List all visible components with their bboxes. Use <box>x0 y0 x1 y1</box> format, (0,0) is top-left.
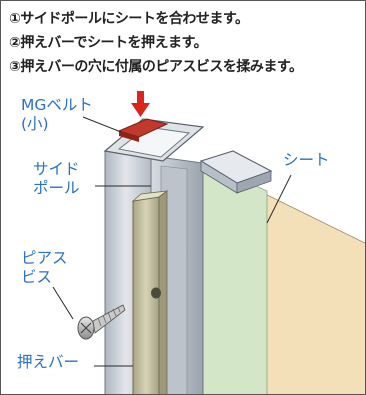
pierce-screw <box>77 304 126 340</box>
label-press-bar: 押えバー <box>17 353 80 371</box>
label-mg-belt-line2: (小) <box>21 115 49 133</box>
insert-arrow <box>131 91 150 117</box>
label-pierce-screw: ピアス ビス <box>21 249 68 287</box>
step-1: ①サイドポールにシートを合わせます。 <box>9 11 249 27</box>
instruction-steps: ①サイドポールにシートを合わせます。 ②押えバーでシートを押えます。 ③押えバー… <box>9 7 364 79</box>
press-bar-edge <box>158 190 168 394</box>
pole-flange-side <box>236 170 272 194</box>
leader-mg-belt <box>82 116 122 133</box>
label-side-pole: サイド ポール <box>33 160 80 198</box>
step-2: ②押えバーでシートを押えます。 <box>9 35 208 51</box>
sheet-green-part <box>200 160 268 394</box>
label-side-pole-line1: サイド <box>33 160 80 178</box>
label-sheet: シート <box>283 151 330 169</box>
label-mg-belt-line1: MGベルト <box>21 96 93 114</box>
press-bar-hole <box>151 287 161 299</box>
leader-sheet <box>266 174 292 224</box>
leader-pierce-screw <box>52 286 74 320</box>
mg-belt-edge <box>119 131 139 142</box>
label-mg-belt: MGベルト (小) <box>21 96 93 134</box>
label-pierce-screw-line1: ピアス <box>21 249 68 267</box>
label-pierce-screw-line2: ビス <box>21 268 53 286</box>
sheet-panel <box>258 190 365 394</box>
label-side-pole-line2: ポール <box>33 179 80 197</box>
step-3: ③押えバーの穴に付属のピアスビスを揉みます。 <box>9 59 303 75</box>
